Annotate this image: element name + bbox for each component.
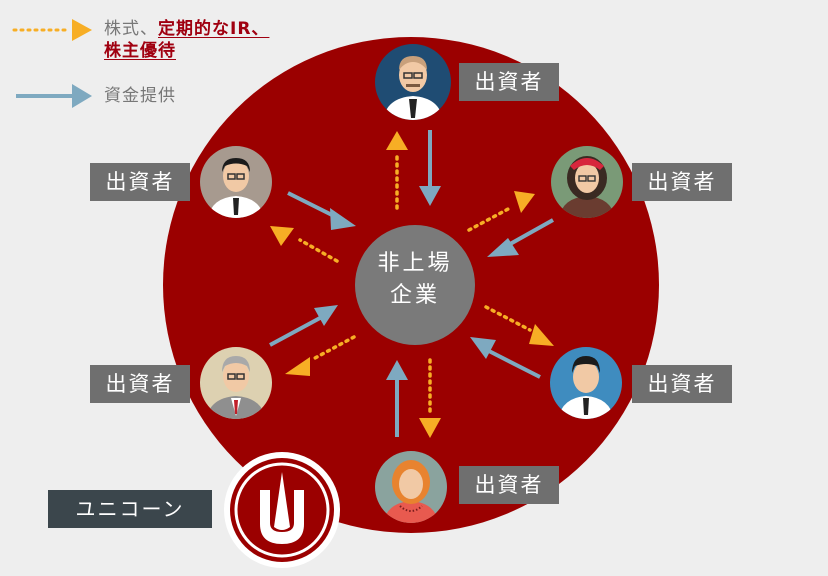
ir-arrowhead-bottom-left (285, 357, 310, 376)
unicorn-horn-icon (260, 490, 304, 544)
investor-label-top-right: 出資者 (632, 163, 732, 201)
funding-arrowhead-top (419, 186, 441, 206)
funding-arrowhead-bottom (386, 360, 408, 380)
ir-arrow-bottom-left (313, 335, 356, 360)
funding-arrow-bottom-left (269, 316, 321, 347)
ir-arrow-top-right (467, 206, 512, 232)
ir-arrowhead-bottom (419, 418, 441, 438)
legend-funding-arrow (16, 84, 92, 108)
ir-arrowhead-bottom-right (529, 324, 554, 346)
unicorn-badge (224, 452, 340, 568)
legend-ir-text: 株式、定期的なIR、 株主優待 (104, 18, 334, 62)
legend-ir-highlight-2: 株主優待 (104, 41, 176, 61)
funding-arrowhead-top-left (330, 208, 356, 230)
investor-label-bottom-right: 出資者 (632, 365, 732, 403)
funding-arrow-bottom-right (486, 348, 541, 379)
funding-arrowhead-bottom-right (470, 337, 496, 359)
legend-funding-text: 資金提供 (104, 86, 176, 106)
unicorn-label: ユニコーン (48, 490, 212, 528)
legend-ir-prefix: 株式、 (104, 19, 158, 39)
ir-arrow-top-left (298, 238, 339, 263)
legend-ir-highlight-1: 定期的なIR、 (158, 19, 270, 39)
ir-arrow-bottom-right (484, 305, 532, 332)
investor-avatar-top-right (551, 146, 623, 218)
investor-label-top-left: 出資者 (90, 163, 190, 201)
funding-arrow-top-left (287, 191, 339, 220)
center-label-line2: 企業 (389, 283, 440, 308)
investor-avatar-bottom (375, 451, 447, 523)
investor-avatar-top (375, 44, 451, 120)
investor-avatar-top-left (200, 146, 272, 218)
investor-label-top: 出資者 (459, 63, 559, 101)
investor-label-bottom-left: 出資者 (90, 365, 190, 403)
ir-arrowhead-top (386, 131, 408, 150)
center-label-line1: 非上場 (377, 251, 453, 276)
ir-arrowhead-top-right (514, 191, 535, 213)
funding-arrowhead-top-right (487, 238, 519, 257)
investor-avatar-bottom-left (200, 347, 272, 419)
funding-arrows (269, 130, 554, 437)
legend-ir-arrow (12, 19, 92, 41)
investor-label-bottom: 出資者 (459, 466, 559, 504)
center-company-circle (355, 225, 475, 345)
ir-arrows (270, 131, 554, 438)
funding-arrowhead-bottom-left (314, 305, 338, 326)
investor-avatar-bottom-right (550, 347, 622, 419)
center-company-label: 非上場 企業 (356, 248, 474, 312)
ir-arrowhead-top-left (270, 226, 294, 246)
